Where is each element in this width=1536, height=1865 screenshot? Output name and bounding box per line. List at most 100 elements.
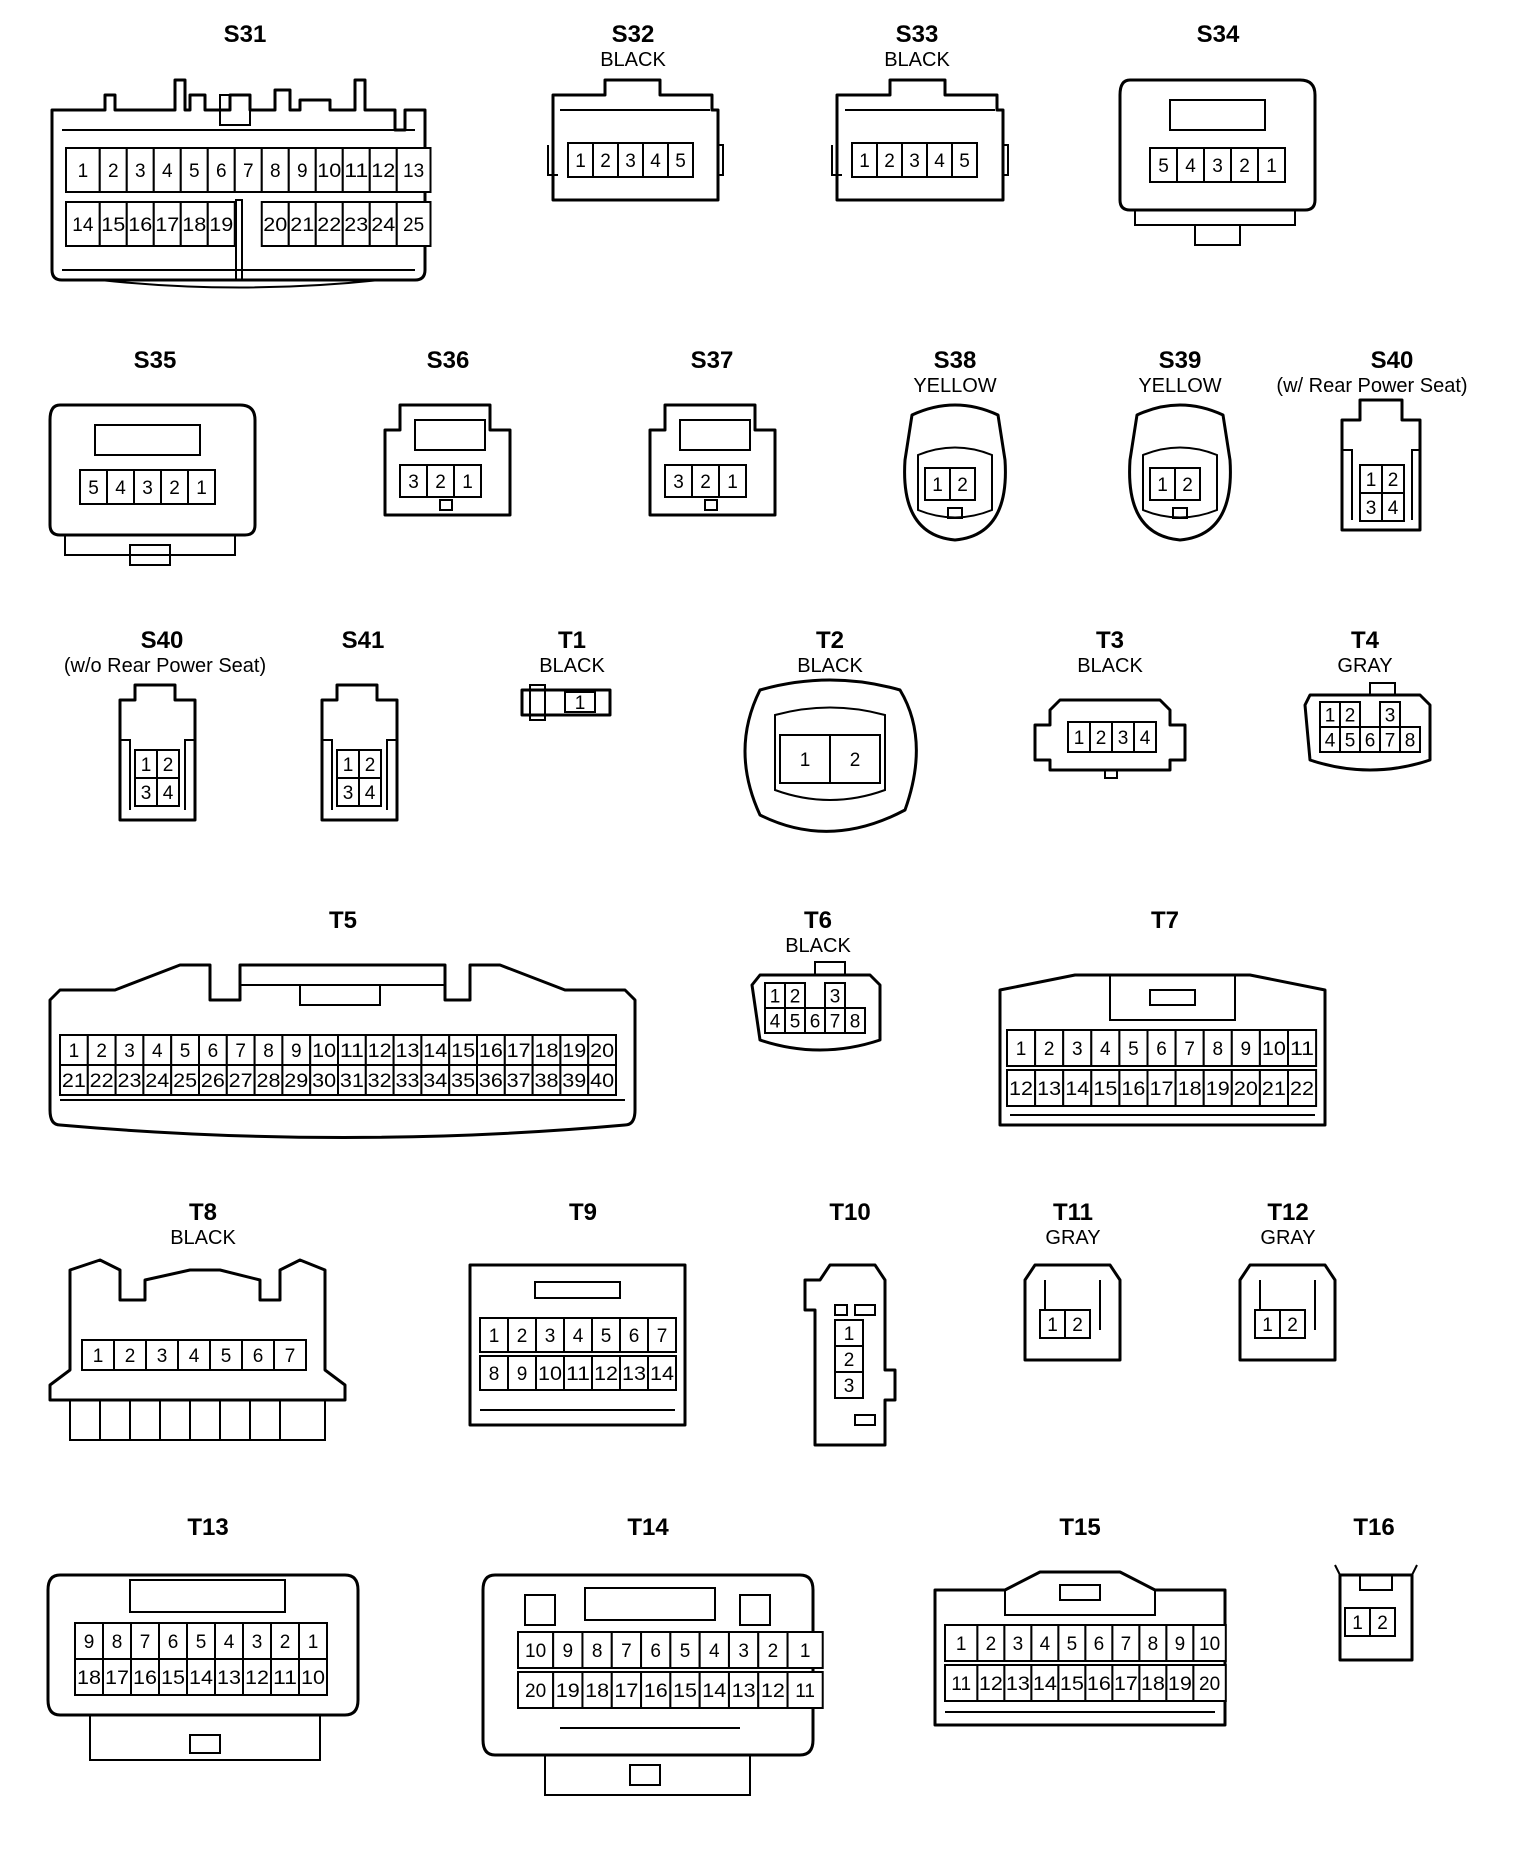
pin-cell xyxy=(834,1319,864,1347)
pin-number: 2 xyxy=(1287,1315,1298,1336)
connector-T9: T9 xyxy=(468,1199,687,1427)
pin-cell xyxy=(130,1622,160,1660)
connector-color: BLACK xyxy=(600,49,666,71)
connector-label: T7 xyxy=(1151,907,1179,934)
pin-cell xyxy=(187,469,216,505)
pin-number: 7 xyxy=(1121,1634,1132,1655)
pin-number: 20 xyxy=(590,1041,614,1062)
pin-number: 16 xyxy=(128,215,152,236)
pin-number: 1 xyxy=(1266,156,1277,177)
pin-number: 11 xyxy=(1290,1039,1314,1060)
connector-label: T9 xyxy=(569,1199,597,1226)
pin-number: 6 xyxy=(168,1632,179,1653)
pin-number: 4 xyxy=(365,783,376,804)
pin-cell xyxy=(1192,1624,1227,1662)
connector-label: T8 xyxy=(189,1199,217,1226)
pin-cell xyxy=(1174,467,1201,501)
pin-number: 3 xyxy=(142,478,153,499)
pin-cell xyxy=(1146,1029,1177,1067)
pin-number: 2 xyxy=(768,1641,779,1662)
connector-label: T12 xyxy=(1267,1199,1308,1226)
pin-number: 17 xyxy=(1114,1674,1138,1695)
pin-cell xyxy=(642,142,669,178)
pin-number: 25 xyxy=(403,215,424,236)
pin-number: 4 xyxy=(1140,728,1151,749)
pin-cell xyxy=(640,1671,672,1709)
pin-number: 6 xyxy=(650,1641,661,1662)
pin-cell xyxy=(834,1371,864,1399)
pin-number: 5 xyxy=(959,151,970,172)
pin-number: 16 xyxy=(1087,1674,1111,1695)
pin-number: 6 xyxy=(216,161,227,182)
pin-number: 3 xyxy=(124,1041,135,1062)
pin-number: 2 xyxy=(1377,1613,1388,1634)
connector-T15: T15 xyxy=(933,1514,1227,1727)
connector-color: GRAY xyxy=(1045,1227,1100,1249)
pin-number: 3 xyxy=(844,1376,855,1397)
pin-number: 4 xyxy=(1100,1039,1111,1060)
pin-number: 23 xyxy=(118,1071,142,1092)
connector-color: (w/ Rear Power Seat) xyxy=(1276,375,1467,397)
pin-number: 3 xyxy=(343,783,354,804)
pin-number: 3 xyxy=(1072,1039,1083,1060)
pin-cell xyxy=(364,1064,395,1096)
pin-number: 9 xyxy=(563,1641,574,1662)
pin-cell xyxy=(1230,147,1259,183)
pin-cell xyxy=(1258,1029,1290,1067)
pin-number: 5 xyxy=(1128,1039,1139,1060)
pin-number: 20 xyxy=(1199,1674,1220,1695)
pin-number: 14 xyxy=(1065,1079,1089,1100)
pin-number: 2 xyxy=(517,1326,528,1347)
pin-number: 10 xyxy=(525,1641,546,1662)
pin-number: 27 xyxy=(229,1071,253,1092)
pin-number: 2 xyxy=(700,472,711,493)
pin-cell xyxy=(507,1355,537,1391)
pin-number: 15 xyxy=(101,215,125,236)
connector-S32: S32 BLACK xyxy=(547,21,724,202)
pin-cell xyxy=(851,142,878,178)
connector-S31: S31 xyxy=(50,21,427,289)
pin-number: 6 xyxy=(1094,1634,1105,1655)
pin-cell xyxy=(517,1631,555,1669)
pin-cell xyxy=(130,1658,160,1696)
pin-number: 2 xyxy=(600,151,611,172)
pin-cell xyxy=(564,691,596,713)
pin-cell xyxy=(951,142,978,178)
pin-number: 15 xyxy=(1093,1079,1117,1100)
pin-number: 10 xyxy=(538,1364,562,1385)
connector-label: T10 xyxy=(829,1199,870,1226)
connector-T12: T12 GRAY xyxy=(1238,1199,1337,1362)
pin-number: 5 xyxy=(790,1012,801,1033)
connector-T5: T5 xyxy=(48,907,637,1139)
pin-number: 8 xyxy=(1148,1634,1159,1655)
pin-cell xyxy=(1138,1624,1168,1662)
connector-S38: S38 YELLOW xyxy=(903,347,1007,542)
pin-number: 1 xyxy=(800,750,811,771)
pin-number: 5 xyxy=(196,1632,207,1653)
pin-number: 14 xyxy=(72,215,94,236)
connector-color: BLACK xyxy=(170,1227,236,1249)
pin-cell xyxy=(156,777,180,807)
pin-cell xyxy=(395,201,432,247)
pin-cell xyxy=(667,142,694,178)
pin-number: 3 xyxy=(545,1326,556,1347)
pin-number: 2 xyxy=(1388,470,1399,491)
pin-number: 37 xyxy=(507,1071,531,1092)
pin-number: 8 xyxy=(1405,731,1416,752)
pin-number: 9 xyxy=(1241,1039,1252,1060)
pin-cell xyxy=(1202,1069,1233,1107)
pin-number: 8 xyxy=(592,1641,603,1662)
pin-cell xyxy=(206,201,236,247)
pin-number: 2 xyxy=(108,161,119,182)
pin-number: 3 xyxy=(738,1641,749,1662)
pin-number: 24 xyxy=(145,1071,169,1092)
pin-cell xyxy=(86,1064,117,1096)
pin-number: 2 xyxy=(96,1041,107,1062)
pin-number: 22 xyxy=(317,215,341,236)
